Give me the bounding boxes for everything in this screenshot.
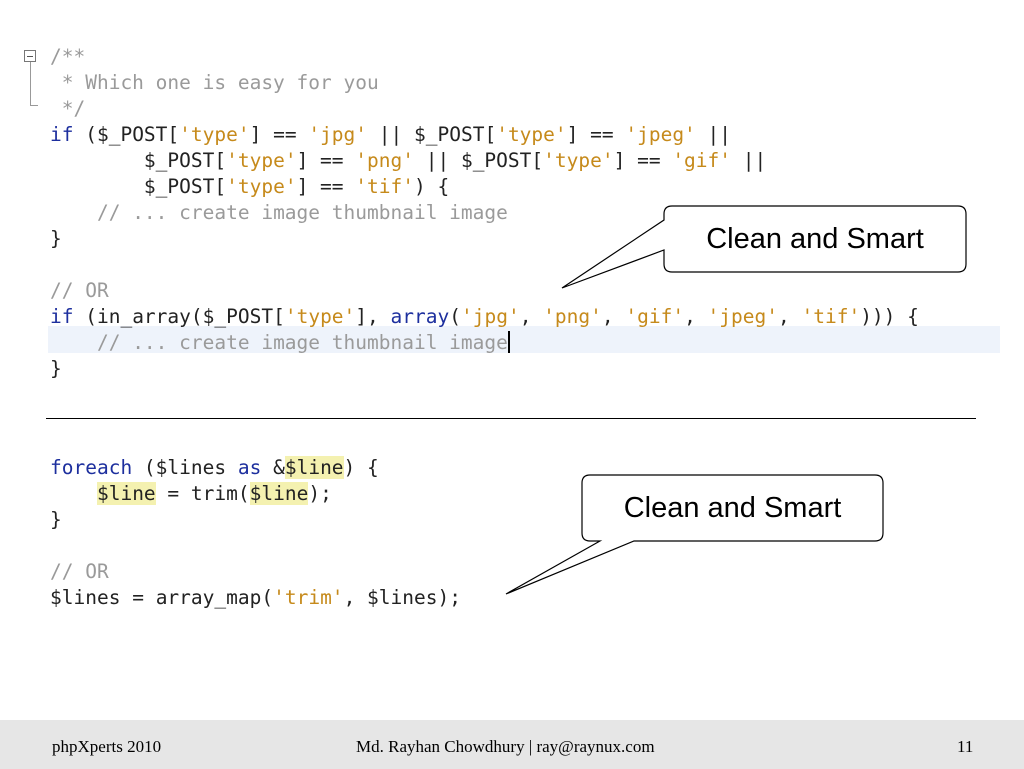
code-comment: // ... create image thumbnail image [96, 331, 508, 354]
string-literal: 'type' [226, 175, 297, 198]
code-line: $lines = array_map('trim', $lines); [50, 586, 461, 609]
string-literal: 'type' [226, 149, 297, 172]
fold-guide-line [30, 62, 31, 106]
code-line: // OR [50, 278, 109, 304]
code-line: foreach ($lines as &$line) { [50, 456, 379, 479]
doc-comment: */ [50, 97, 86, 120]
code-block-2[interactable]: foreach ($lines as &$line) { $line = tri… [50, 455, 461, 611]
section-divider [46, 418, 976, 419]
string-literal: 'type' [179, 123, 250, 146]
footer-event: phpXperts 2010 [52, 737, 162, 756]
string-literal: 'gif' [625, 305, 685, 328]
code-line: if (in_array($_POST['type'], array('jpg'… [50, 305, 919, 328]
keyword: if [50, 305, 74, 328]
code-comment: // ... create image thumbnail image [96, 201, 508, 224]
callout-top-text: Clean and Smart [706, 222, 924, 255]
footer-page-number: 11 [957, 737, 974, 756]
code-line: $_POST['type'] == 'png' || $_POST['type'… [143, 149, 767, 172]
footer-author: Md. Rayhan Chowdhury | ray@raynux.com [356, 737, 655, 756]
variable-highlighted: $line [96, 482, 156, 505]
code-line: /** [50, 44, 85, 70]
string-literal: 'png' [543, 305, 602, 328]
doc-comment: /** [50, 45, 86, 68]
variable-highlighted: $line [249, 482, 309, 505]
code-line: $line = trim($line); [96, 482, 332, 505]
string-literal: 'jpeg' [707, 305, 778, 328]
keyword: as [237, 456, 262, 479]
string-literal: 'jpeg' [625, 123, 696, 146]
code-line: // ... create image thumbnail image [50, 200, 508, 226]
doc-comment: * Which one is easy for you [50, 71, 379, 94]
code-line: */ [50, 96, 86, 122]
variable: $lines [367, 586, 438, 609]
string-literal: 'type' [543, 149, 614, 172]
callout-bottom-text: Clean and Smart [623, 491, 842, 524]
string-literal: 'jpg' [308, 123, 368, 146]
variable-highlighted: $line [284, 456, 344, 479]
keyword: foreach [50, 456, 133, 479]
text-cursor [507, 331, 510, 353]
variable: $_POST [96, 123, 168, 146]
code-line-current[interactable]: // ... create image thumbnail image [50, 330, 510, 356]
fold-guide-end [30, 105, 38, 106]
keyword: array [390, 305, 450, 328]
variable: $_POST [143, 149, 215, 172]
function-name: in_array [96, 305, 191, 328]
brace: } [50, 357, 62, 380]
string-literal: 'gif' [672, 149, 732, 172]
function-name: array_map [155, 586, 262, 609]
code-line: * Which one is easy for you [50, 70, 379, 96]
current-line-highlight [48, 326, 1000, 353]
variable: $_POST [143, 175, 215, 198]
string-literal: 'png' [355, 149, 414, 172]
string-literal: 'tif' [355, 175, 414, 198]
code-line: } [50, 356, 62, 382]
code-comment: // OR [50, 560, 109, 583]
string-literal: 'type' [284, 305, 356, 328]
code-comment: // OR [50, 279, 109, 302]
variable: $_POST [414, 123, 485, 146]
code-line: } [50, 226, 62, 252]
code-line: if ($_POST['type'] == 'jpg' || $_POST['t… [50, 123, 732, 146]
code-line: $_POST['type'] == 'tif') { [143, 175, 450, 198]
code-line: // OR [50, 559, 109, 585]
brace: } [50, 227, 62, 250]
variable: $lines [155, 456, 227, 479]
code-block-1[interactable]: /** * Which one is easy for you */ if ($… [50, 44, 919, 564]
keyword: if [50, 123, 74, 146]
variable: $lines [50, 586, 121, 609]
string-literal: 'type' [496, 123, 567, 146]
variable: $_POST [202, 305, 274, 328]
brace: } [50, 508, 62, 531]
string-literal: 'tif' [801, 305, 861, 328]
variable: $_POST [460, 149, 532, 172]
code-line: } [50, 507, 62, 533]
string-literal: 'trim' [273, 586, 344, 609]
fold-toggle-icon[interactable] [24, 50, 36, 62]
function-name: trim [190, 482, 238, 505]
slide-footer: phpXperts 2010 Md. Rayhan Chowdhury | ra… [0, 720, 1024, 769]
string-literal: 'jpg' [460, 305, 520, 328]
